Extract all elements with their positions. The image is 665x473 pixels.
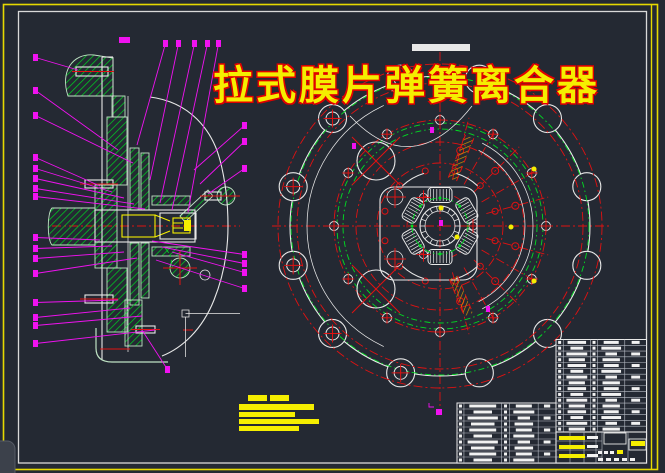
front-view — [272, 44, 612, 415]
disc-hub-lower — [124, 299, 143, 347]
housing-bottom — [95, 328, 168, 363]
shaft-stub-hatch — [47, 207, 96, 246]
tech-notes — [239, 395, 319, 431]
corner-chip — [0, 440, 16, 473]
title-block — [555, 431, 648, 464]
flywheel-ring-upper — [106, 116, 128, 186]
bom-tables — [456, 339, 647, 464]
drawing-title: 拉式膜片弹簧离合器 — [213, 64, 600, 108]
flywheel-lobe-hatch — [65, 54, 114, 97]
leader-annotations — [33, 37, 247, 373]
drawing-frame — [17, 10, 648, 464]
sheet-borders — [2, 3, 659, 471]
section-view — [47, 54, 240, 363]
